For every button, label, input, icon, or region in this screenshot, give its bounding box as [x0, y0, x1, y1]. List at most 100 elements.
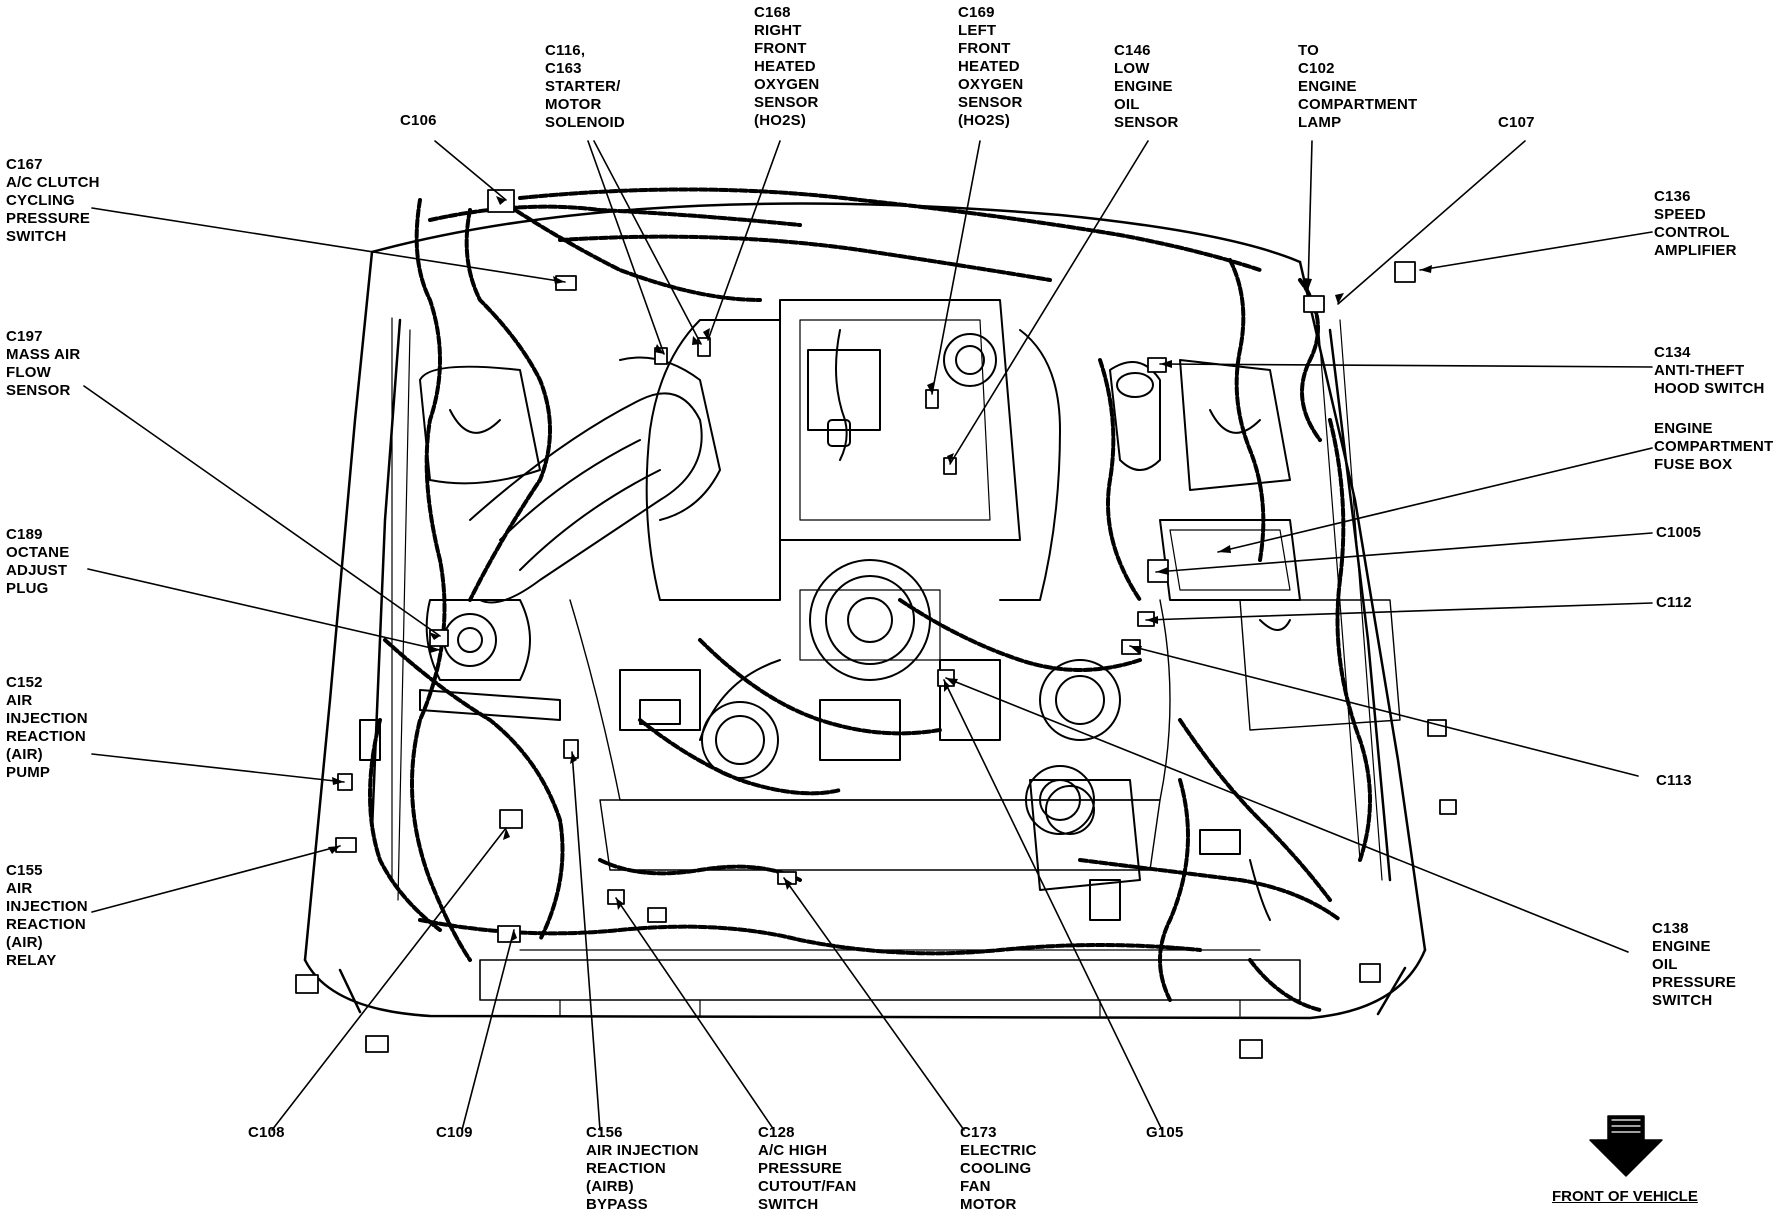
label-line: C107 — [1498, 114, 1535, 131]
front-of-vehicle-label: FRONT OF VEHICLE — [1552, 1188, 1698, 1205]
label-c106: C106 — [400, 112, 437, 130]
label-line: C156 — [586, 1124, 623, 1141]
label-line: PRESSURE — [758, 1160, 843, 1177]
label-line: SOLENOID — [545, 114, 625, 131]
label-line: C173 — [960, 1124, 997, 1141]
label-line: TO — [1298, 42, 1319, 59]
label-line: (AIR) — [6, 934, 43, 951]
label-line: OXYGEN — [958, 76, 1024, 93]
label-line: C1005 — [1656, 524, 1702, 541]
label-line: COOLING — [960, 1160, 1032, 1177]
label-line: C106 — [400, 112, 437, 129]
label-line: OXYGEN — [754, 76, 820, 93]
label-line: AIR INJECTION — [586, 1142, 699, 1159]
label-line: FUSE BOX — [1654, 456, 1733, 473]
label-line: C146 — [1114, 42, 1151, 59]
label-line: PRESSURE — [1652, 974, 1737, 991]
label-line: CUTOUT/FAN — [758, 1178, 857, 1195]
label-line: C112 — [1656, 594, 1692, 611]
label-line: C197 — [6, 328, 43, 345]
label-line: ENGINE — [1652, 938, 1711, 955]
label-line: RIGHT — [754, 22, 802, 39]
label-c112: C112 — [1656, 594, 1692, 612]
label-g105: G105 — [1146, 1124, 1184, 1142]
label-line: C152 — [6, 674, 43, 691]
label-line: C189 — [6, 526, 43, 543]
label-line: C155 — [6, 862, 43, 879]
label-line: PLUG — [6, 580, 49, 597]
label-c107: C107 — [1498, 114, 1535, 132]
label-line: C109 — [436, 1124, 473, 1141]
label-line: C134 — [1654, 344, 1691, 361]
label-line: C138 — [1652, 920, 1689, 937]
label-line: (AIR) — [6, 746, 43, 763]
label-line: PUMP — [6, 764, 51, 781]
leader-arrowheads — [328, 196, 1432, 942]
label-line: REACTION — [6, 728, 86, 745]
label-c1005: C1005 — [1656, 524, 1701, 542]
label-line: C116, — [545, 42, 586, 59]
label-line: RELAY — [6, 952, 57, 969]
leader-lines — [83, 140, 1653, 1131]
label-line: SWITCH — [758, 1196, 819, 1213]
label-line: REACTION — [6, 916, 86, 933]
label-line: INJECTION — [6, 710, 88, 727]
label-line: C163 — [545, 60, 582, 77]
label-line: FAN — [960, 1178, 991, 1195]
label-line: HEATED — [754, 58, 816, 75]
label-line: (AIRB) — [586, 1178, 634, 1195]
label-line: C167 — [6, 156, 43, 173]
label-line: COMPARTMENT — [1298, 96, 1418, 113]
label-line: ENGINE — [1298, 78, 1357, 95]
label-line: A/C HIGH — [758, 1142, 828, 1159]
label-line: SWITCH — [6, 228, 67, 245]
label-line: MASS AIR — [6, 346, 81, 363]
label-line: C136 — [1654, 188, 1691, 205]
label-line: OIL — [1114, 96, 1140, 113]
vehicle-frame-outline — [303, 202, 1427, 1020]
label-line: ADJUST — [6, 562, 68, 579]
cowl-wiring-harness — [518, 187, 1322, 602]
label-line: ANTI-THEFT — [1654, 362, 1745, 379]
label-line: LEFT — [958, 22, 997, 39]
label-line: FRONT — [754, 40, 807, 57]
label-line: FLOW — [6, 364, 51, 381]
label-line: INJECTION — [6, 898, 88, 915]
label-line: ENGINE — [1654, 420, 1713, 437]
label-line: CYCLING — [6, 192, 75, 209]
label-line: MOTOR — [960, 1196, 1017, 1213]
label-line: SPEED — [1654, 206, 1706, 223]
right-wiring-harness — [1078, 418, 1372, 1012]
front-of-vehicle-arrow-icon — [1589, 1115, 1663, 1177]
label-line: ELECTRIC — [960, 1142, 1037, 1159]
label-line: C168 — [754, 4, 791, 21]
label-line: G105 — [1146, 1124, 1184, 1141]
label-line: AMPLIFIER — [1654, 242, 1737, 259]
engine-block — [419, 299, 1171, 871]
label-line: SENSOR — [958, 94, 1023, 111]
label-line: SWITCH — [1652, 992, 1713, 1009]
label-line: (HO2S) — [754, 112, 807, 129]
left-wiring-harness — [368, 198, 802, 962]
label-line: SENSOR — [6, 382, 71, 399]
label-line: OCTANE — [6, 544, 70, 561]
label-line: HOOD SWITCH — [1654, 380, 1765, 397]
label-line: AIR — [6, 692, 33, 709]
label-line: MOTOR — [545, 96, 602, 113]
label-line: STARTER/ — [545, 78, 621, 95]
label-line: REACTION — [586, 1160, 666, 1177]
